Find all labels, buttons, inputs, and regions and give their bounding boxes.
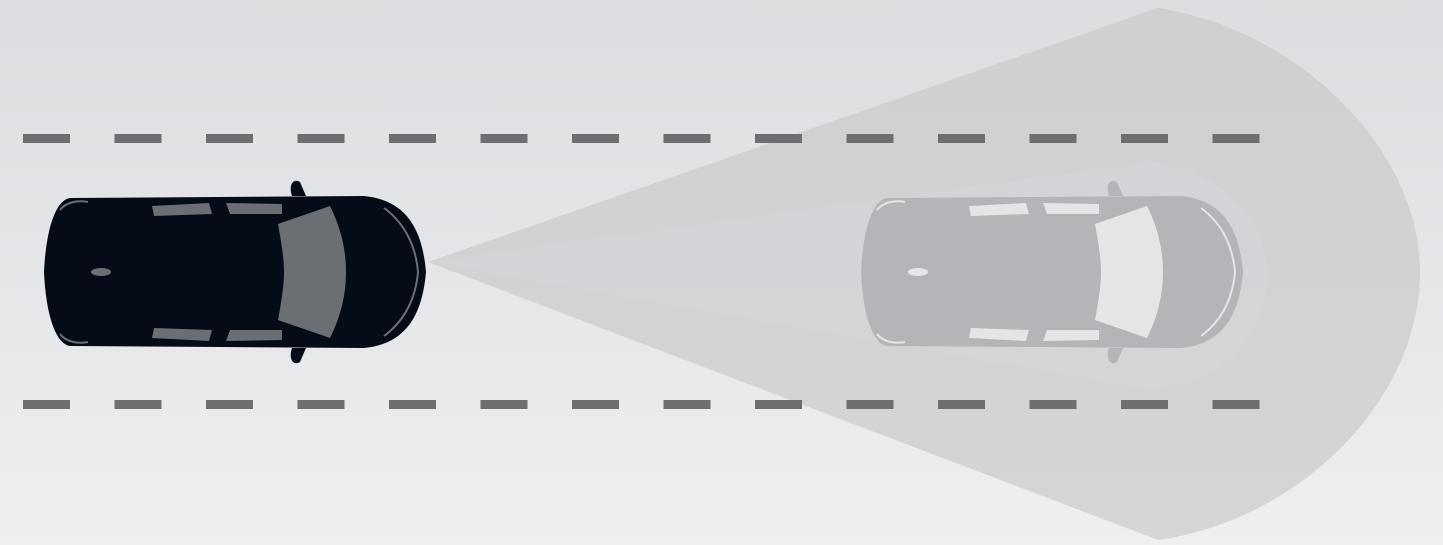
lane-top-dash (115, 134, 162, 143)
lane-bottom-dash (206, 400, 253, 409)
lane-top-dash (23, 134, 70, 143)
lane-bottom-dash (1213, 400, 1260, 409)
lane-bottom-dash (1030, 400, 1077, 409)
lane-bottom-dash (115, 400, 162, 409)
lane-top-dash (481, 134, 528, 143)
lane-top-dash (1030, 134, 1077, 143)
lane-top-dash (572, 134, 619, 143)
lane-bottom-dash (481, 400, 528, 409)
own-vehicle-car-icon (44, 181, 426, 363)
lane-bottom-dash (23, 400, 70, 409)
lane-bottom-dash (298, 400, 345, 409)
lane-top-dash (1121, 134, 1168, 143)
lane-bottom-dash (572, 400, 619, 409)
lane-top-dash (938, 134, 985, 143)
lane-bottom-dash (1121, 400, 1168, 409)
lane-bottom-dash (847, 400, 894, 409)
lane-bottom-dash (664, 400, 711, 409)
lead-vehicle-car-icon (861, 181, 1243, 363)
lane-top-dash (755, 134, 802, 143)
lane-top-dash (206, 134, 253, 143)
lane-bottom-dash (389, 400, 436, 409)
lane-top-dash (389, 134, 436, 143)
lane-top-dash (664, 134, 711, 143)
lane-bottom-dash (755, 400, 802, 409)
lane-top-dash (298, 134, 345, 143)
lane-bottom-dash (938, 400, 985, 409)
lane-top-dash (1213, 134, 1260, 143)
lane-top-dash (847, 134, 894, 143)
